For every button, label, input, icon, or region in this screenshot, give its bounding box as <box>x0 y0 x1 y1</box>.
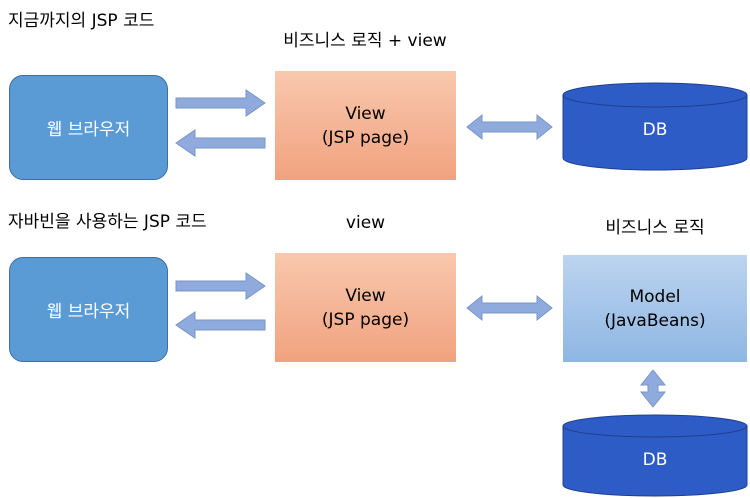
web-browser-box-top: 웹 브라우저 <box>9 75 168 180</box>
database-cylinder-top <box>562 82 748 171</box>
jsp-view-box-top: View (JSP page) <box>275 71 456 180</box>
view-caption-top: 비즈니스 로직 + view <box>283 31 447 51</box>
view-caption-bottom: view <box>345 213 386 233</box>
javabeans-model-box: Model (JavaBeans) <box>563 255 747 362</box>
jsp-view-box-bottom: View (JSP page) <box>275 253 456 362</box>
arrow-right-bottom <box>175 272 266 300</box>
database-cylinder-bottom <box>562 414 748 497</box>
section-heading-current: 지금까지의 JSP 코드 <box>8 11 155 31</box>
web-browser-label: 웹 브라우저 <box>46 120 131 140</box>
section-heading-javabeans: 자바빈을 사용하는 JSP 코드 <box>8 212 207 232</box>
db-label-bottom: DB <box>642 450 668 470</box>
model-caption: 비즈니스 로직 <box>605 218 705 238</box>
arrow-double-bottom <box>466 294 553 322</box>
model-title: Model <box>629 286 681 307</box>
view-subtitle: (JSP page) <box>321 127 410 148</box>
view-title: View <box>345 103 386 124</box>
web-browser-label: 웹 브라우저 <box>46 302 131 322</box>
arrow-left-bottom <box>175 311 266 339</box>
view-title: View <box>345 285 386 306</box>
arrow-double-top <box>466 113 553 141</box>
db-label-top: DB <box>642 120 668 140</box>
arrow-right-top <box>175 89 266 117</box>
view-subtitle: (JSP page) <box>321 309 410 330</box>
arrow-double-vertical <box>639 369 667 408</box>
model-subtitle: (JavaBeans) <box>604 310 706 331</box>
arrow-left-top <box>175 129 266 157</box>
web-browser-box-bottom: 웹 브라우저 <box>9 257 168 362</box>
